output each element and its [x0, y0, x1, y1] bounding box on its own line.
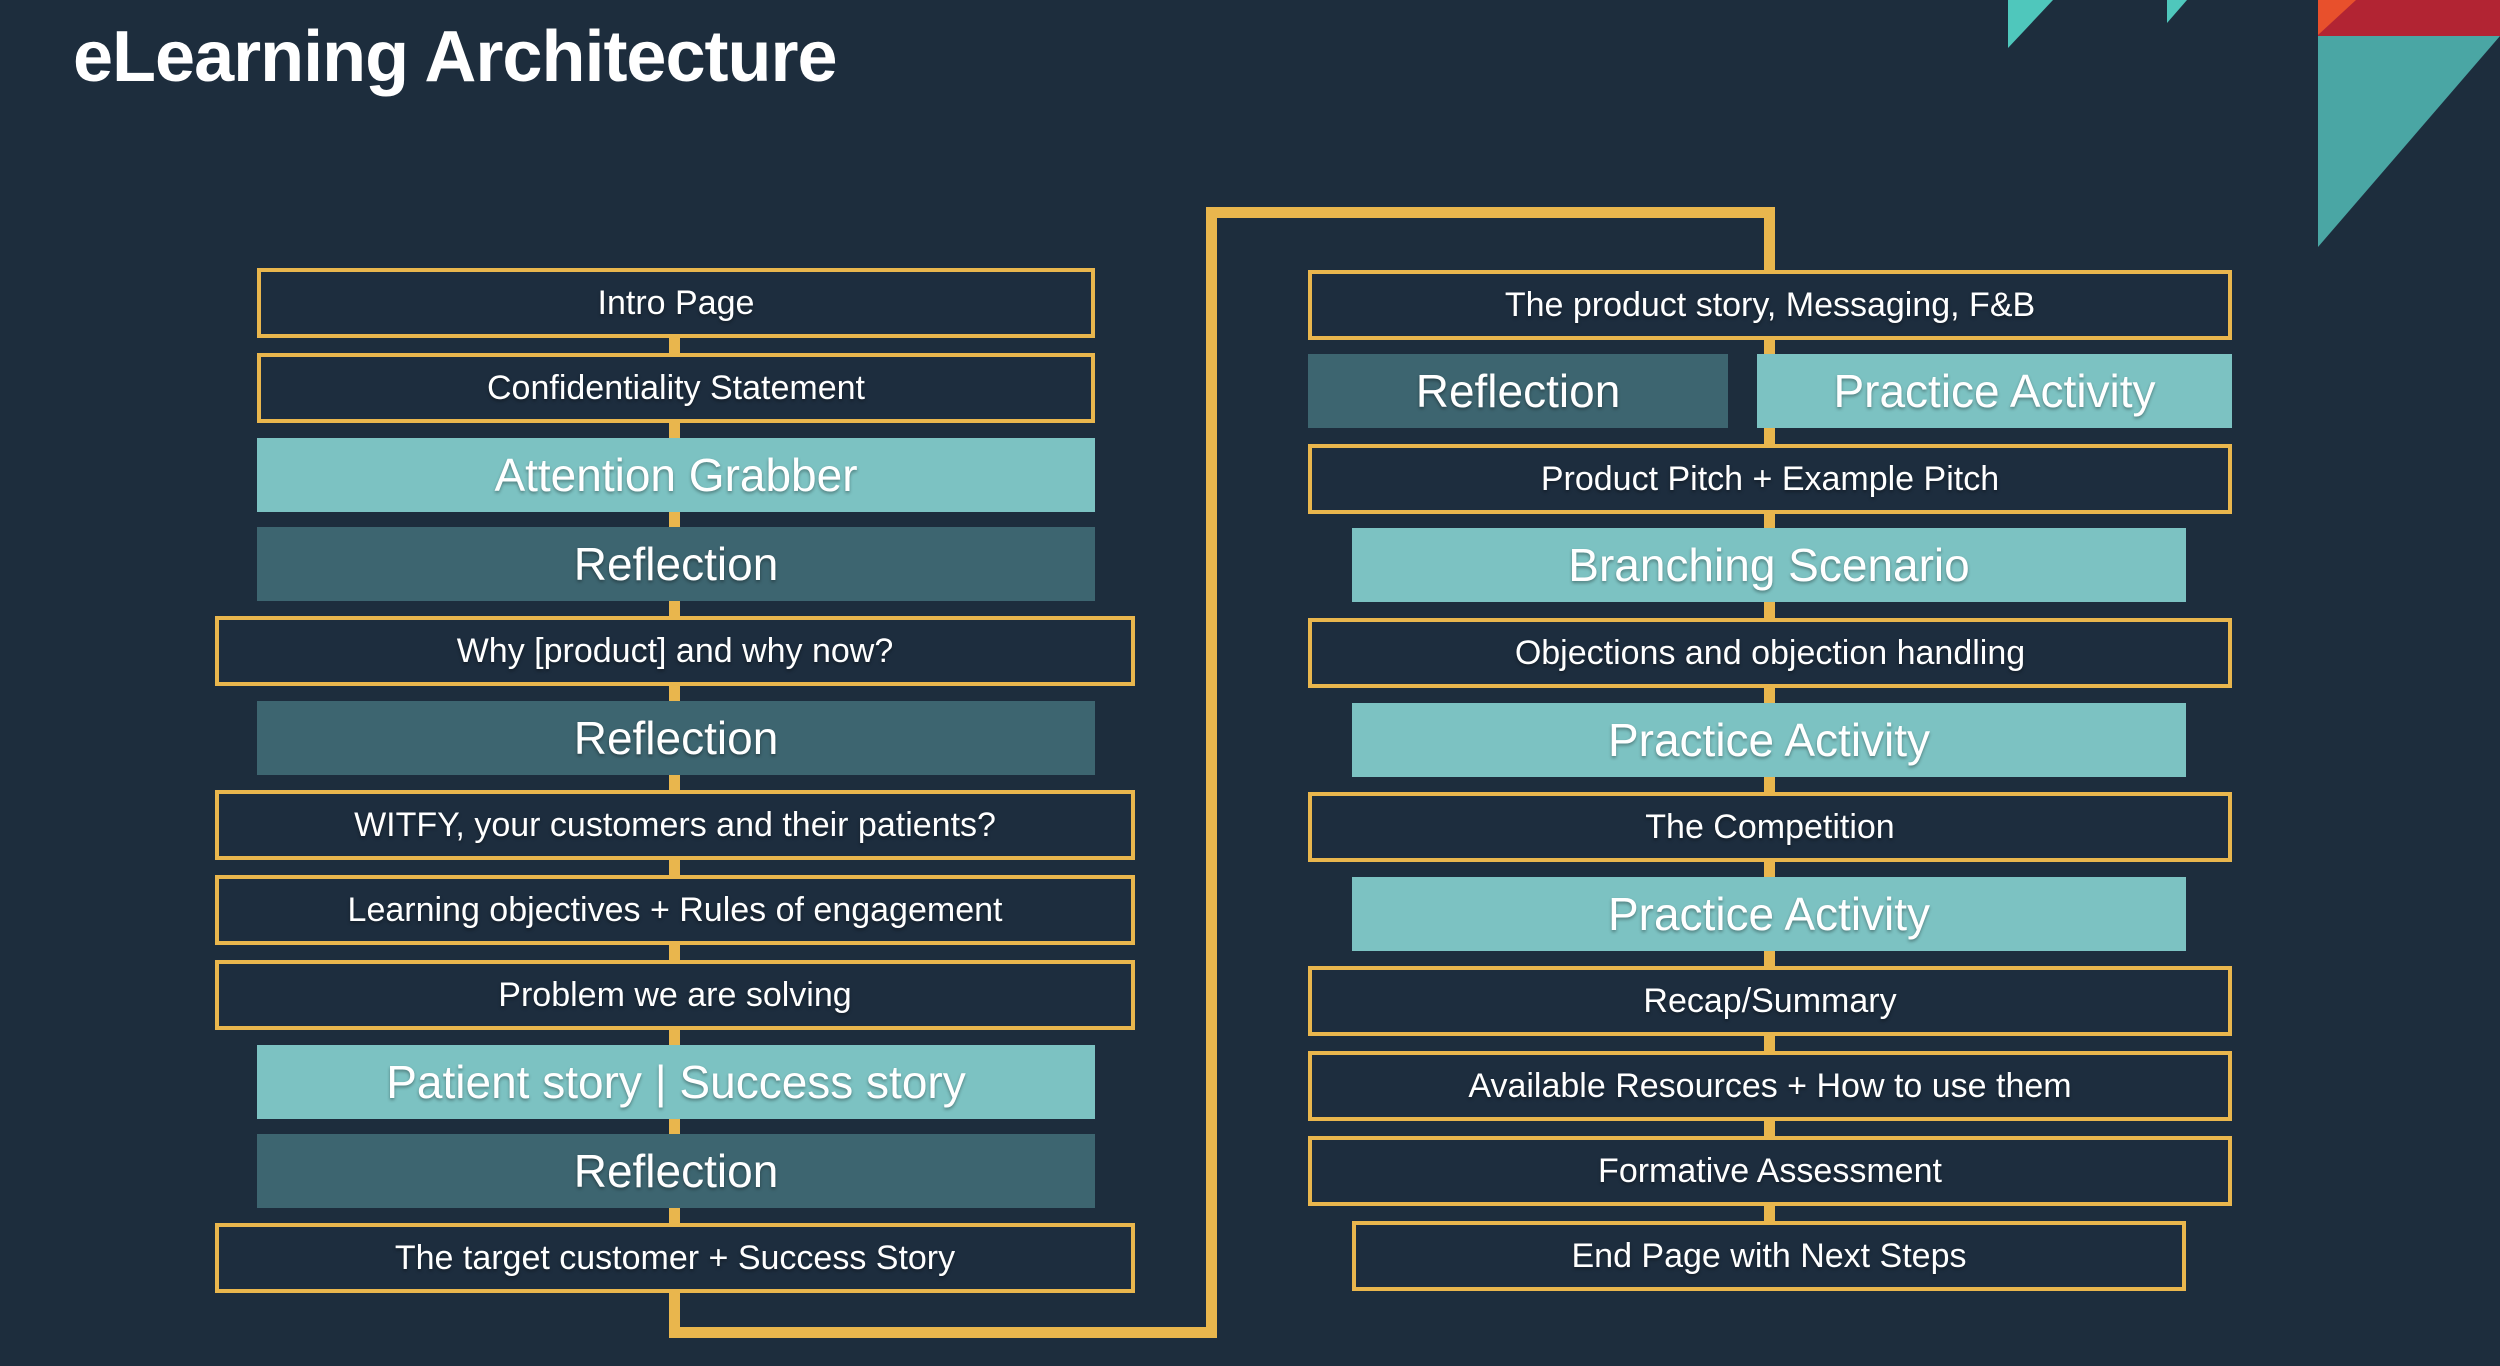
connector-top-horizontal	[1206, 207, 1775, 218]
box-objections-handling: Objections and objection handling	[1308, 618, 2232, 688]
decor-large-teal-triangle	[2318, 36, 2500, 247]
decor-small-teal-triangle-2	[2167, 0, 2187, 23]
box-target-customer-success-story: The target customer + Success Story	[215, 1223, 1135, 1293]
box-learning-objectives: Learning objectives + Rules of engagemen…	[215, 875, 1135, 945]
decor-red-band	[2318, 0, 2500, 36]
box-intro-page: Intro Page	[257, 268, 1095, 338]
box-product-pitch-example: Product Pitch + Example Pitch	[1308, 444, 2232, 514]
box-problem-we-are-solving: Problem we are solving	[215, 960, 1135, 1030]
box-reflection-2: Reflection	[257, 701, 1095, 775]
connector-bottom-horizontal	[669, 1327, 1217, 1338]
box-practice-activity-1: Practice Activity	[1757, 354, 2232, 428]
box-recap-summary: Recap/Summary	[1308, 966, 2232, 1036]
page-title: eLearning Architecture	[73, 17, 838, 97]
box-end-page-next-steps: End Page with Next Steps	[1352, 1221, 2186, 1291]
decor-small-teal-triangle-1	[2008, 0, 2053, 48]
box-practice-activity-2: Practice Activity	[1352, 703, 2186, 777]
connector-middle-vertical	[1206, 207, 1217, 1338]
box-confidentiality-statement: Confidentiality Statement	[257, 353, 1095, 423]
box-product-story-messaging: The product story, Messaging, F&B	[1308, 270, 2232, 340]
box-reflection-right: Reflection	[1308, 354, 1728, 428]
box-why-product-why-now: Why [product] and why now?	[215, 616, 1135, 686]
box-practice-activity-3: Practice Activity	[1352, 877, 2186, 951]
box-attention-grabber: Attention Grabber	[257, 438, 1095, 512]
box-reflection-1: Reflection	[257, 527, 1095, 601]
box-reflection-3: Reflection	[257, 1134, 1095, 1208]
decor-triangles	[2008, 0, 2500, 247]
decor-orange-triangle	[2318, 0, 2356, 35]
box-branching-scenario: Branching Scenario	[1352, 528, 2186, 602]
box-patient-story-success-story: Patient story | Success story	[257, 1045, 1095, 1119]
box-the-competition: The Competition	[1308, 792, 2232, 862]
box-formative-assessment: Formative Assessment	[1308, 1136, 2232, 1206]
box-available-resources: Available Resources + How to use them	[1308, 1051, 2232, 1121]
box-witfy-customers-patients: WITFY, your customers and their patients…	[215, 790, 1135, 860]
